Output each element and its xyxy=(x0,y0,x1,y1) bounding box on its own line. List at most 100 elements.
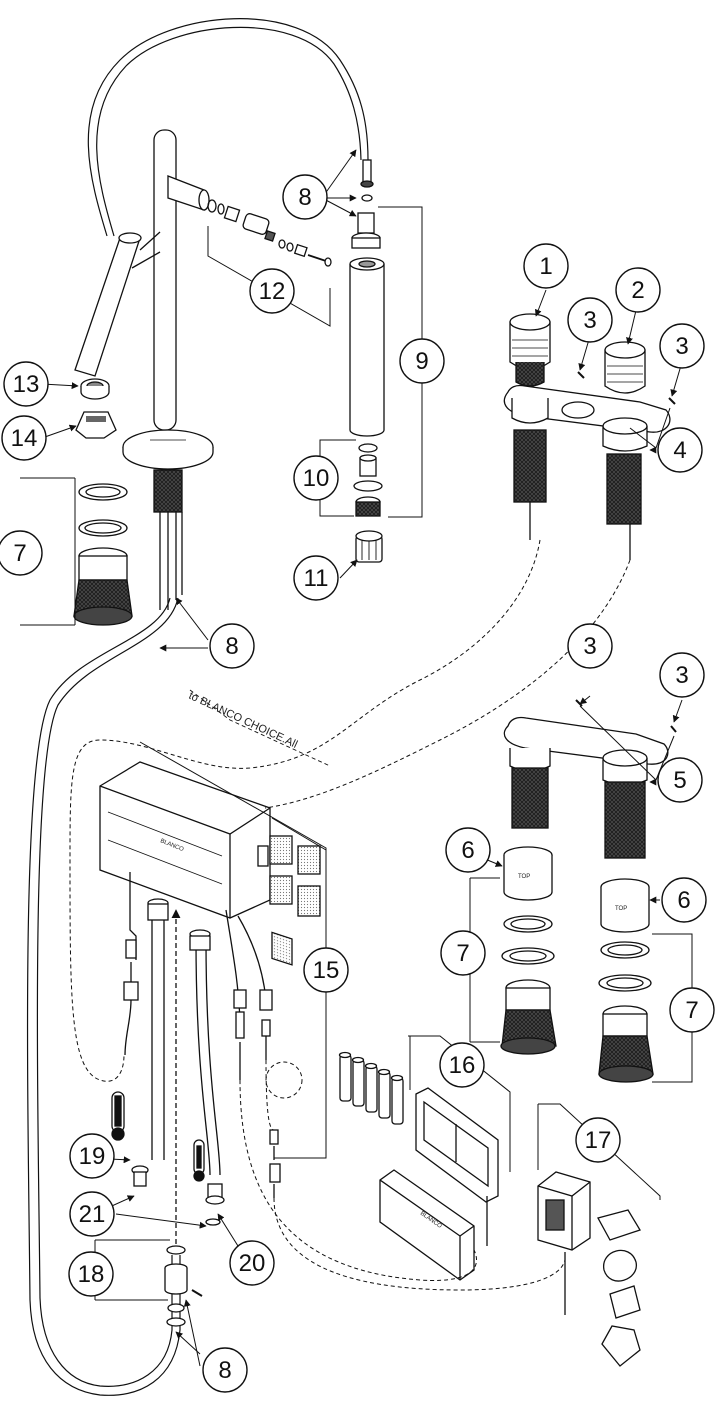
control-box xyxy=(99,741,327,1159)
callout-number: 7 xyxy=(13,540,26,567)
callout-c16: 16 xyxy=(439,1042,485,1088)
callout-circle xyxy=(659,323,705,369)
callout-number: 14 xyxy=(11,425,38,452)
callout-c6a: 6 xyxy=(445,827,491,873)
callout-circle xyxy=(657,757,703,803)
callout-circle xyxy=(445,827,491,873)
callout-c8b: 8 xyxy=(209,623,255,669)
callout-circle xyxy=(567,297,613,343)
blanco-choice-label: to BLANCO CHOICE.All xyxy=(187,690,300,751)
callout-circle xyxy=(661,877,707,923)
callout-circle xyxy=(1,415,47,461)
callout-circle xyxy=(440,930,486,976)
power-adapter xyxy=(537,1103,661,1367)
battery-box xyxy=(379,1035,511,1281)
callout-c1: 1 xyxy=(523,243,569,289)
callout-number: 11 xyxy=(304,565,329,592)
callout-circle xyxy=(249,268,295,314)
callout-number: 8 xyxy=(225,633,238,660)
aerator-parts-row xyxy=(207,199,332,327)
callout-number: 7 xyxy=(456,940,469,967)
callout-number: 21 xyxy=(79,1201,106,1228)
callout-c13: 13 xyxy=(3,361,49,407)
callout-c17: 17 xyxy=(575,1117,621,1163)
callout-number: 1 xyxy=(539,253,552,280)
callout-circle xyxy=(657,427,703,473)
callout-number: 3 xyxy=(675,662,688,689)
pull-out-spray-parts xyxy=(319,159,423,563)
callout-c3d: 3 xyxy=(659,652,705,698)
callout-c10: 10 xyxy=(293,455,339,501)
callout-c21: 21 xyxy=(69,1191,115,1237)
escutcheon-set xyxy=(503,699,677,859)
callout-circle xyxy=(303,947,349,993)
mounting-set-left xyxy=(20,477,133,626)
callout-c7b: 7 xyxy=(440,930,486,976)
callout-number: 20 xyxy=(239,1250,266,1277)
supply-hoses xyxy=(94,872,303,1327)
callout-circle xyxy=(575,1117,621,1163)
callout-circle xyxy=(293,455,339,501)
cable-paths xyxy=(69,539,631,1291)
callout-number: 17 xyxy=(585,1127,612,1154)
aerator-insert xyxy=(80,378,110,400)
callout-c7a: 7 xyxy=(0,530,43,576)
aerator-key-tool xyxy=(75,411,117,439)
callout-c14: 14 xyxy=(1,415,47,461)
callout-number: 5 xyxy=(673,767,686,794)
callout-c8a: 8 xyxy=(282,174,328,220)
battery-pack xyxy=(338,1051,404,1125)
callout-c6b: 6 xyxy=(661,877,707,923)
callout-c2: 2 xyxy=(615,267,661,313)
callout-c11: 11 xyxy=(293,555,339,601)
callout-c19: 19 xyxy=(69,1133,115,1179)
callout-circle xyxy=(659,652,705,698)
callout-number: 18 xyxy=(78,1261,105,1288)
callout-c3b: 3 xyxy=(659,323,705,369)
callout-number: 15 xyxy=(313,957,340,984)
callout-circle xyxy=(439,1042,485,1088)
callout-number: 3 xyxy=(675,333,688,360)
callout-circle xyxy=(0,530,43,576)
callout-circle xyxy=(293,555,339,601)
spacer-top-label-right: TOP xyxy=(615,906,627,912)
callout-circle xyxy=(229,1240,275,1286)
callout-number: 9 xyxy=(415,348,428,375)
callout-circle xyxy=(282,174,328,220)
callout-number: 2 xyxy=(631,277,644,304)
callout-circle xyxy=(523,243,569,289)
callout-number: 13 xyxy=(13,371,40,398)
callout-c9: 9 xyxy=(399,338,445,384)
callout-c20: 20 xyxy=(229,1240,275,1286)
callout-circle xyxy=(69,1191,115,1237)
callout-c8c: 8 xyxy=(202,1347,248,1393)
callout-number: 7 xyxy=(685,997,698,1024)
callout-c12: 12 xyxy=(249,268,295,314)
callout-circle xyxy=(669,987,715,1033)
callout-number: 6 xyxy=(677,887,690,914)
callout-circle xyxy=(68,1251,114,1297)
callout-c15: 15 xyxy=(303,947,349,993)
callout-number: 3 xyxy=(583,633,596,660)
callout-c18: 18 xyxy=(68,1251,114,1297)
callout-c4: 4 xyxy=(657,427,703,473)
callout-circle xyxy=(567,623,613,669)
callout-c3a: 3 xyxy=(567,297,613,343)
callout-circle xyxy=(69,1133,115,1179)
callout-circle xyxy=(202,1347,248,1393)
callout-c3c: 3 xyxy=(567,623,613,669)
callout-number: 12 xyxy=(259,278,286,305)
callout-number: 3 xyxy=(583,307,596,334)
control-handles-assembly xyxy=(503,313,676,560)
callout-circle xyxy=(399,338,445,384)
callout-circle xyxy=(615,267,661,313)
spacer-top-label-left: TOP xyxy=(518,874,530,880)
callout-c7c: 7 xyxy=(669,987,715,1033)
callout-circle xyxy=(209,623,255,669)
callout-number: 8 xyxy=(218,1357,231,1384)
callout-circle xyxy=(3,361,49,407)
callout-number: 19 xyxy=(79,1143,106,1170)
